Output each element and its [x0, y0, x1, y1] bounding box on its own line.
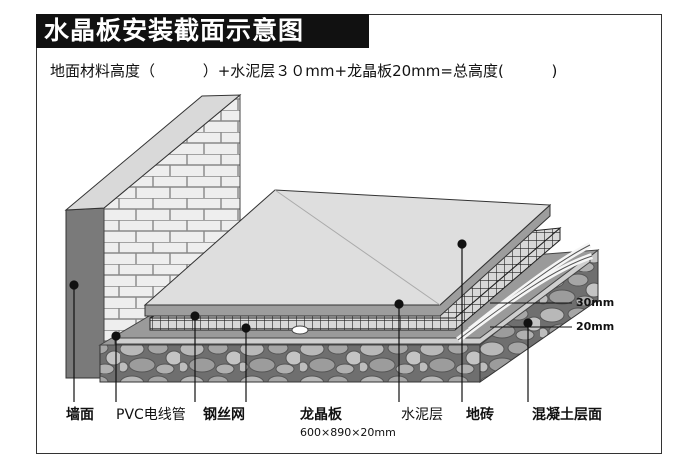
label-mesh: 钢丝网: [203, 407, 245, 423]
label-cement: 水泥层: [401, 407, 443, 423]
leader-lines: [69, 239, 533, 402]
tile-seam: [274, 189, 441, 306]
label-concrete: 混凝土层面: [532, 407, 602, 423]
wall-front-face: [65, 207, 105, 379]
page-title: 水晶板安装截面示意图: [36, 14, 369, 48]
label-board-size: 600×890×20mm: [300, 426, 396, 439]
cement-layer: [114, 253, 591, 345]
label-wall: 墙面: [66, 407, 94, 423]
pvc-pipe-2-outline: [457, 255, 593, 341]
label-pvc: PVC电线管: [116, 407, 186, 423]
dim-20mm: 20mm: [576, 320, 615, 333]
dim-30mm: 30mm: [576, 296, 615, 309]
formula-part2: ）+水泥层３０mm+龙晶板20mm=总高度(: [202, 62, 504, 80]
height-formula: 地面材料高度（ ）+水泥层３０mm+龙晶板20mm=总高度( ): [50, 60, 557, 81]
concrete-side: [99, 344, 481, 383]
formula-part3: ): [551, 62, 558, 80]
label-tile: 地砖: [466, 407, 494, 423]
formula-part1: 地面材料高度（: [50, 62, 156, 80]
pvc-pipe-end: [291, 325, 309, 335]
tile-surface: [143, 189, 552, 306]
label-board: 龙晶板: [300, 407, 342, 423]
wall-top: [64, 94, 242, 211]
